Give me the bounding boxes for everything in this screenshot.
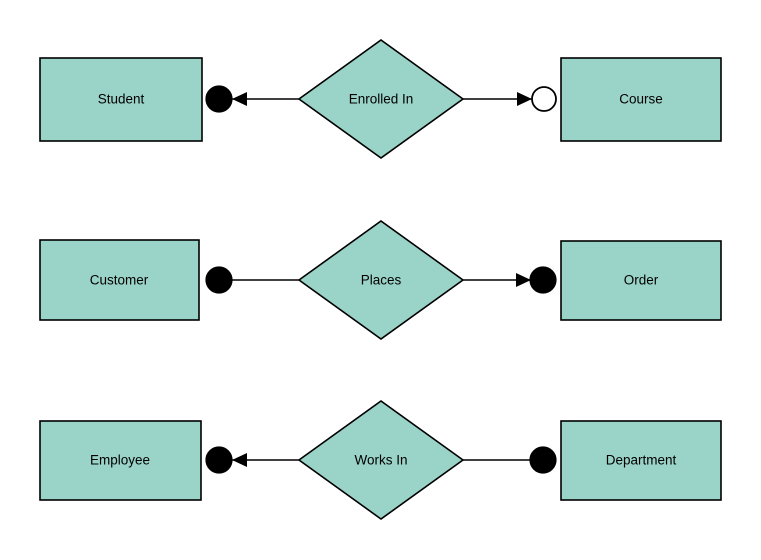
relationship-label-places: Places [361,273,402,288]
er-row-enrolled-in: Student Enrolled In Course [39,39,722,159]
entity-box-student[interactable] [39,57,203,142]
arrow-head-left-1 [232,92,247,106]
cardinality-dot-filled-employee [205,446,233,474]
relationship-diamond-works-in[interactable] [297,400,465,520]
entity-label-student: Student [98,92,145,107]
er-row-works-in: Employee Works In Department [39,400,722,520]
entity-box-department[interactable] [560,420,722,501]
entity-label-course: Course [619,92,663,107]
arrow-head-left-3 [232,453,247,467]
cardinality-dot-filled-department [529,446,557,474]
entity-label-order: Order [624,273,659,288]
entity-box-customer[interactable] [39,239,200,321]
entity-label-department: Department [606,453,677,468]
entity-box-employee[interactable] [39,420,202,501]
arrow-head-right-2 [516,273,531,287]
cardinality-dot-filled-student [205,85,233,113]
entity-label-employee: Employee [90,453,150,468]
relationship-label-works-in: Works In [354,453,407,468]
er-row-places: Customer Places Order [39,220,722,340]
cardinality-dot-hollow-course [531,86,557,112]
cardinality-dot-filled-customer [205,266,233,294]
relationship-diamond-enrolled-in[interactable] [297,39,465,159]
entity-label-customer: Customer [90,273,149,288]
relationship-label-enrolled-in: Enrolled In [349,92,414,107]
arrow-head-right-1 [517,92,532,106]
entity-box-order[interactable] [560,240,722,321]
relationship-diamond-places[interactable] [297,220,465,340]
entity-box-course[interactable] [560,57,722,142]
cardinality-dot-filled-order [529,266,557,294]
